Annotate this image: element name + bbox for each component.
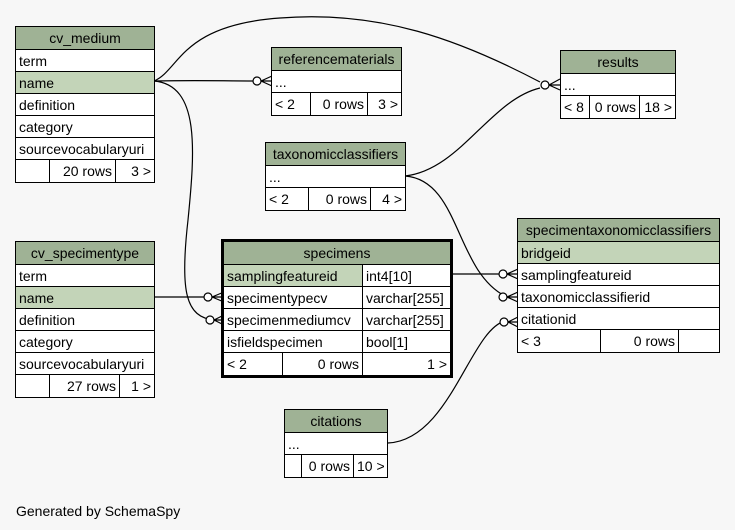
table-column: ... (272, 71, 401, 93)
crowfoot-marker (548, 78, 561, 91)
parent-count: < 2 (269, 191, 289, 207)
table-column: sourcevocabularyuri (16, 353, 154, 375)
table-column: samplingfeatureid int4[10] (224, 265, 450, 287)
edge-cv-medium-specimens (153, 80, 216, 321)
table-cv-medium[interactable]: cv_medium term name definition category … (15, 26, 155, 183)
table-column: sourcevocabularyuri (16, 138, 154, 160)
row-count: 0 rows (301, 455, 353, 477)
table-column: specimenmediumcv varchar[255] (224, 309, 450, 331)
child-count: 3 > (115, 160, 154, 182)
table-column: citationid (518, 308, 719, 330)
table-column: definition (16, 309, 154, 331)
child-count (678, 330, 719, 352)
edge-end-circle (540, 80, 550, 90)
edge-cv-medium-results (153, 16, 541, 83)
row-count: 0 rows (310, 93, 367, 115)
child-count: 1 > (119, 375, 154, 397)
table-header: taxonomicclassifiers (266, 143, 405, 166)
edge-end-circle (252, 76, 262, 86)
column-name: specimentypecv (227, 290, 328, 306)
table-column: isfieldspecimen bool[1] (224, 331, 450, 353)
table-footer: 0 rows 10 > (285, 455, 387, 477)
edge-end-circle (499, 317, 509, 327)
edge-taxonomicclassifiers-results (404, 87, 541, 177)
edge-end-circle (498, 292, 508, 302)
table-column: ... (561, 74, 675, 96)
table-citations[interactable]: citations ... 0 rows 10 > (284, 409, 388, 478)
generated-by-label: Generated by SchemaSpy (16, 503, 181, 519)
row-count: 0 rows (282, 353, 362, 375)
crowfoot-marker (506, 291, 519, 303)
table-column: category (16, 116, 154, 138)
child-count: 1 > (362, 353, 450, 375)
table-column: name (16, 72, 154, 94)
child-count: 10 > (353, 455, 387, 477)
child-count: 3 > (367, 93, 401, 115)
table-cv-specimentype[interactable]: cv_specimentype term name definition cat… (15, 241, 155, 398)
table-column: bridgeid (518, 242, 719, 264)
table-header: results (561, 51, 675, 74)
edge-end-circle (203, 292, 213, 302)
table-column: term (16, 50, 154, 72)
parent-count (16, 375, 49, 397)
table-column: definition (16, 94, 154, 116)
parent-count: < 8 (564, 99, 584, 115)
table-column: term (16, 265, 154, 287)
crowfoot-marker (260, 75, 273, 87)
column-name: specimenmediumcv (227, 312, 351, 328)
column-name: samplingfeatureid (227, 268, 338, 284)
table-header: cv_medium (16, 27, 154, 50)
column-type: varchar[255] (362, 309, 450, 330)
crowfoot-marker (506, 268, 519, 280)
table-footer: 27 rows 1 > (16, 375, 154, 397)
table-taxonomicclassifiers[interactable]: taxonomicclassifiers ... < 2 0 rows 4 > (265, 142, 406, 211)
row-count: 27 rows (49, 375, 119, 397)
column-type: varchar[255] (362, 287, 450, 308)
table-column: category (16, 331, 154, 353)
edge-citations-stc (387, 320, 506, 444)
table-column: specimentypecv varchar[255] (224, 287, 450, 309)
column-type: int4[10] (362, 265, 450, 286)
table-header: cv_specimentype (16, 242, 154, 265)
table-header: citations (285, 410, 387, 433)
table-referencematerials[interactable]: referencematerials ... < 2 0 rows 3 > (271, 47, 402, 116)
row-count: 20 rows (49, 160, 115, 182)
column-name: isfieldspecimen (227, 334, 323, 350)
parent-count (285, 455, 301, 477)
row-count: 0 rows (308, 188, 370, 210)
crowfoot-marker (507, 316, 519, 328)
row-count: 0 rows (589, 96, 639, 118)
table-footer: < 2 0 rows 4 > (266, 188, 405, 210)
parent-count: < 2 (275, 96, 295, 112)
table-column: ... (266, 166, 405, 188)
child-count: 18 > (639, 96, 675, 118)
table-header: referencematerials (272, 48, 401, 71)
table-column: name (16, 287, 154, 309)
table-footer: 20 rows 3 > (16, 160, 154, 182)
column-type: bool[1] (362, 331, 450, 352)
table-column: ... (285, 433, 387, 455)
parent-count (16, 160, 49, 182)
table-header: specimentaxonomicclassifiers (518, 219, 719, 242)
edge-end-circle (498, 269, 508, 279)
row-count: 0 rows (600, 330, 678, 352)
table-results[interactable]: results ... < 8 0 rows 18 > (560, 50, 676, 119)
table-footer: < 8 0 rows 18 > (561, 96, 675, 118)
table-specimens[interactable]: specimens samplingfeatureid int4[10] spe… (221, 239, 453, 378)
table-footer: < 2 0 rows 3 > (272, 93, 401, 115)
edge-end-circle (205, 315, 215, 325)
child-count: 4 > (370, 188, 405, 210)
parent-count: < 3 (521, 333, 541, 349)
table-footer: < 3 0 rows (518, 330, 719, 352)
table-header: specimens (224, 242, 450, 265)
edge-taxonomicclassifiers-stc (404, 175, 506, 297)
table-column: taxonomicclassifierid (518, 286, 719, 308)
table-specimentaxonomicclassifiers[interactable]: specimentaxonomicclassifiers bridgeid sa… (517, 218, 720, 353)
table-footer: < 2 0 rows 1 > (224, 353, 450, 375)
parent-count: < 2 (227, 356, 247, 372)
table-column: samplingfeatureid (518, 264, 719, 286)
